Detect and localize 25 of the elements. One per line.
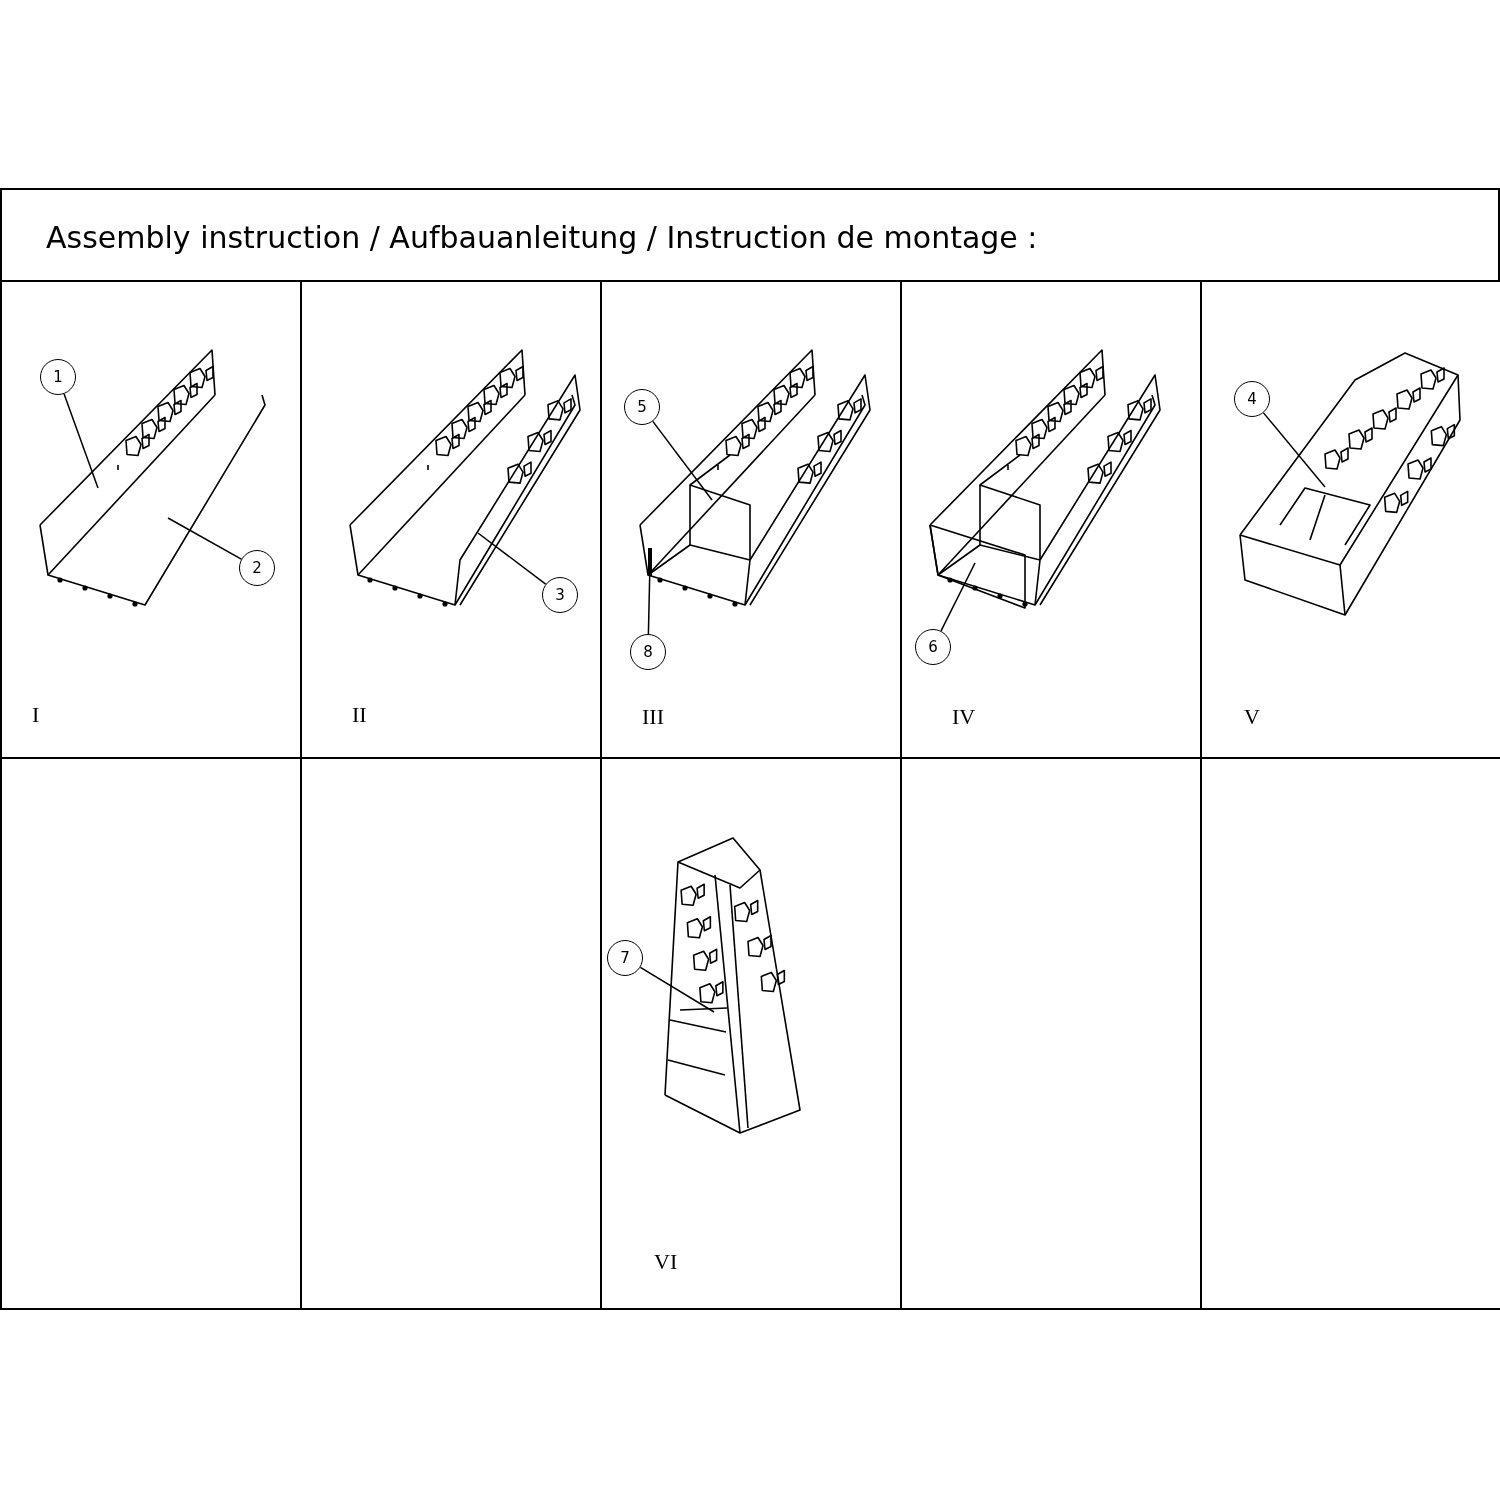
callout-number: 3 xyxy=(542,577,578,613)
step-number: II xyxy=(352,702,367,728)
callout-number: 4 xyxy=(1234,381,1270,417)
callout-number: 6 xyxy=(915,629,951,665)
corner-post xyxy=(648,548,652,576)
leader-line xyxy=(647,575,651,635)
callout-number: 1 xyxy=(40,359,76,395)
leader-line xyxy=(652,420,713,501)
leader-line xyxy=(477,532,547,585)
leader-line xyxy=(940,562,976,632)
callout-number: 8 xyxy=(630,634,666,670)
step-number: VI xyxy=(654,1249,678,1275)
leader-line xyxy=(63,393,99,489)
step-number: I xyxy=(32,702,40,728)
step-number: III xyxy=(642,704,664,730)
callout-number: 5 xyxy=(624,389,660,425)
callout-number: 7 xyxy=(607,940,643,976)
empty-panel xyxy=(0,757,302,1310)
step-number: IV xyxy=(952,704,976,730)
step-number: V xyxy=(1244,704,1260,730)
callout-number: 2 xyxy=(239,550,275,586)
leader-line xyxy=(639,966,715,1013)
leader-line xyxy=(1262,412,1326,488)
title: Assembly instruction / Aufbauanleitung / Instruction de montage : xyxy=(46,220,1038,255)
leader-line xyxy=(167,517,243,560)
